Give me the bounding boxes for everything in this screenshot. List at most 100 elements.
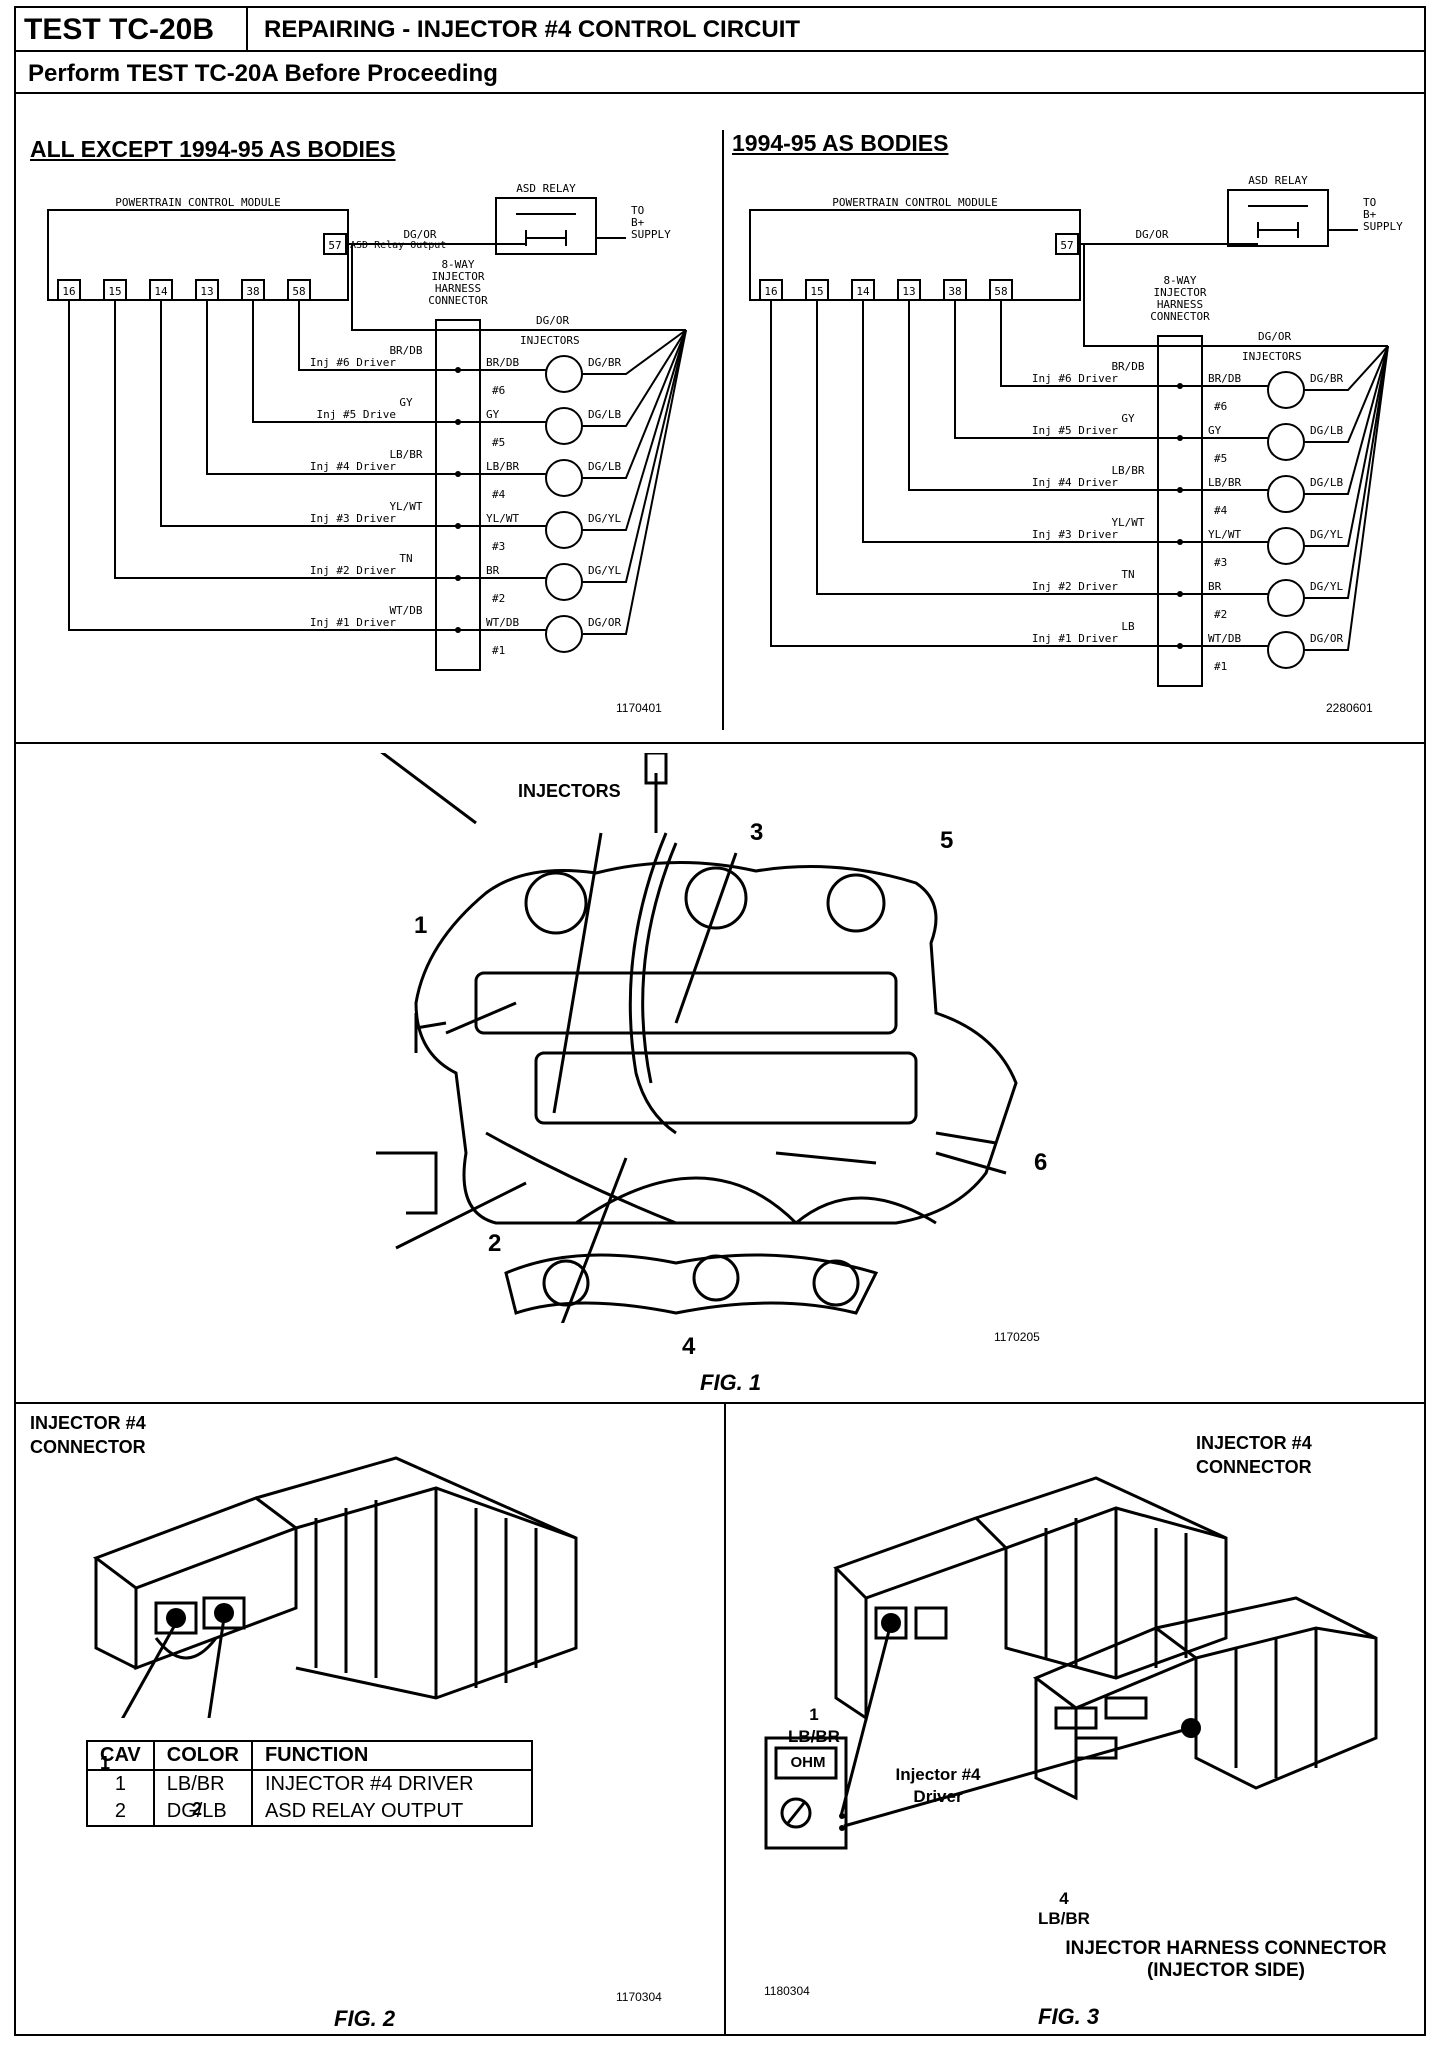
harness-label: HARNESS: [1157, 298, 1203, 311]
harness-wire-color: BR: [1208, 580, 1222, 593]
injector-symbol: [1267, 423, 1305, 461]
divider-vertical-top: [722, 130, 724, 730]
fig3-meter-display: OHM: [790, 1754, 826, 1771]
driver-label: Inj #2 Driver: [310, 564, 396, 577]
fig3-harness-line1: INJECTOR HARNESS CONNECTOR: [1065, 1938, 1387, 1959]
driver-wire-color: GY: [399, 396, 413, 409]
pcm-pin-label: 38: [948, 285, 961, 298]
fig1-callout-6: 6: [1034, 1149, 1048, 1176]
relay-contacts: [516, 213, 576, 246]
fig3-driver-line2: Driver: [913, 1787, 963, 1806]
injector-out-color: DG/BR: [588, 356, 621, 369]
driver-wire-color: BR/DB: [1111, 360, 1144, 373]
fig1-caption: FIG. 1: [700, 1370, 762, 1395]
driver-wire-color: BR/DB: [389, 344, 422, 357]
fig3-heading-line2: CONNECTOR: [1196, 1457, 1312, 1477]
supply-label: TO: [1363, 196, 1376, 209]
pcm-pin-label: 15: [810, 285, 823, 298]
injector-number: #5: [1214, 452, 1227, 465]
driver-label: Inj #3 Driver: [310, 512, 396, 525]
driver-wire-color: LB/BR: [389, 448, 422, 461]
feed-wire-color: DG/OR: [1258, 330, 1291, 343]
feed-wire-color: DG/OR: [536, 314, 569, 327]
injector-number: #3: [1214, 556, 1227, 569]
driver-wire: [816, 300, 1180, 595]
harness-label: INJECTOR: [1154, 286, 1207, 299]
injector-symbol: [545, 407, 583, 445]
pin-57-label: 57: [328, 239, 341, 252]
injector-feed: [582, 329, 687, 479]
fig3-ref-number: 1180304: [764, 1984, 810, 1998]
driver-label: Inj #1 Driver: [1032, 632, 1118, 645]
injector-out-color: DG/YL: [588, 512, 621, 525]
asd-output-label: ASD Relay Output: [350, 240, 446, 251]
harness-label: CONNECTOR: [1150, 310, 1210, 323]
injector-symbol: [1267, 631, 1305, 669]
fig3-harness-line2: (INJECTOR SIDE): [1146, 1960, 1305, 1981]
harness-pin: [455, 627, 461, 633]
driver-wire: [114, 300, 458, 579]
injector-feed: [1304, 345, 1389, 391]
harness-wire-color: BR/DB: [1208, 372, 1241, 385]
driver-wire: [252, 300, 458, 423]
driver-wire: [160, 300, 458, 527]
pcm-pin-label: 13: [200, 285, 213, 298]
injector-number: #3: [492, 540, 505, 553]
driver-wire-color: YL/WT: [389, 500, 422, 513]
injector-feed: [1304, 345, 1389, 495]
driver-label: Inj #3 Driver: [1032, 528, 1118, 541]
harness-pin: [455, 367, 461, 373]
injector-number: #1: [492, 644, 505, 657]
harness-pin: [455, 471, 461, 477]
pcm-pin-label: 58: [292, 285, 305, 298]
table-row: 1 LB/BR INJECTOR #4 DRIVER: [86, 1770, 533, 1798]
injector-out-color: DG/YL: [588, 564, 621, 577]
asd-relay-label: ASD RELAY: [1248, 174, 1308, 187]
page-title: REPAIRING - INJECTOR #4 CONTROL CIRCUIT: [264, 16, 801, 43]
pcm-label: POWERTRAIN CONTROL MODULE: [115, 196, 281, 209]
harness-pin: [1177, 383, 1183, 389]
right-ref-number: 2280601: [1326, 701, 1373, 715]
harness-label: INJECTOR: [432, 270, 485, 283]
fig3-probe-drawing: [764, 1476, 1378, 1850]
injector-feed: [582, 329, 687, 583]
supply-label: B+: [631, 216, 645, 229]
fig1-heading: INJECTORS: [518, 781, 621, 801]
driver-label: Inj #1 Driver: [310, 616, 396, 629]
injector-out-color: DG/LB: [588, 460, 621, 473]
fig1-callout-5: 5: [940, 827, 954, 854]
table-header: FUNCTION: [250, 1740, 533, 1771]
injector-feed: [1304, 345, 1389, 651]
divider-vertical-bottom: [724, 1402, 726, 2036]
table-cell: 2: [86, 1798, 155, 1827]
injector-feed: [582, 329, 687, 531]
harness-pin: [1177, 487, 1183, 493]
harness-pin: [455, 523, 461, 529]
pcm-pin-label: 15: [108, 285, 121, 298]
injector-feed: [1304, 345, 1389, 599]
driver-wire: [298, 300, 458, 371]
harness-wire-color: GY: [1208, 424, 1222, 437]
injector-symbol: [545, 511, 583, 549]
pcm-pin-label: 13: [902, 285, 915, 298]
left-diagram-heading: ALL EXCEPT 1994-95 AS BODIES: [30, 136, 396, 162]
injector-symbol: [545, 355, 583, 393]
fig1-ref-number: 1170205: [994, 1330, 1040, 1344]
injector-number: #6: [492, 384, 505, 397]
table-cell: INJECTOR #4 DRIVER: [250, 1770, 533, 1798]
harness-wire-color: WT/DB: [1208, 632, 1241, 645]
driver-wire-color: GY: [1121, 412, 1135, 425]
driver-label: Inj #4 Driver: [1032, 476, 1118, 489]
asd-relay-label: ASD RELAY: [516, 182, 576, 195]
pcm-pin-label: 14: [856, 285, 870, 298]
harness-connector: [435, 319, 481, 671]
table-cell: LB/BR: [152, 1770, 253, 1798]
injector-symbol: [1267, 579, 1305, 617]
fig1-callout-3: 3: [750, 819, 764, 846]
harness-connector: [1157, 335, 1203, 687]
injector-out-color: DG/OR: [1310, 632, 1343, 645]
fig3-probe1-num: 1: [809, 1705, 819, 1724]
pcm-pin-label: 38: [246, 285, 259, 298]
